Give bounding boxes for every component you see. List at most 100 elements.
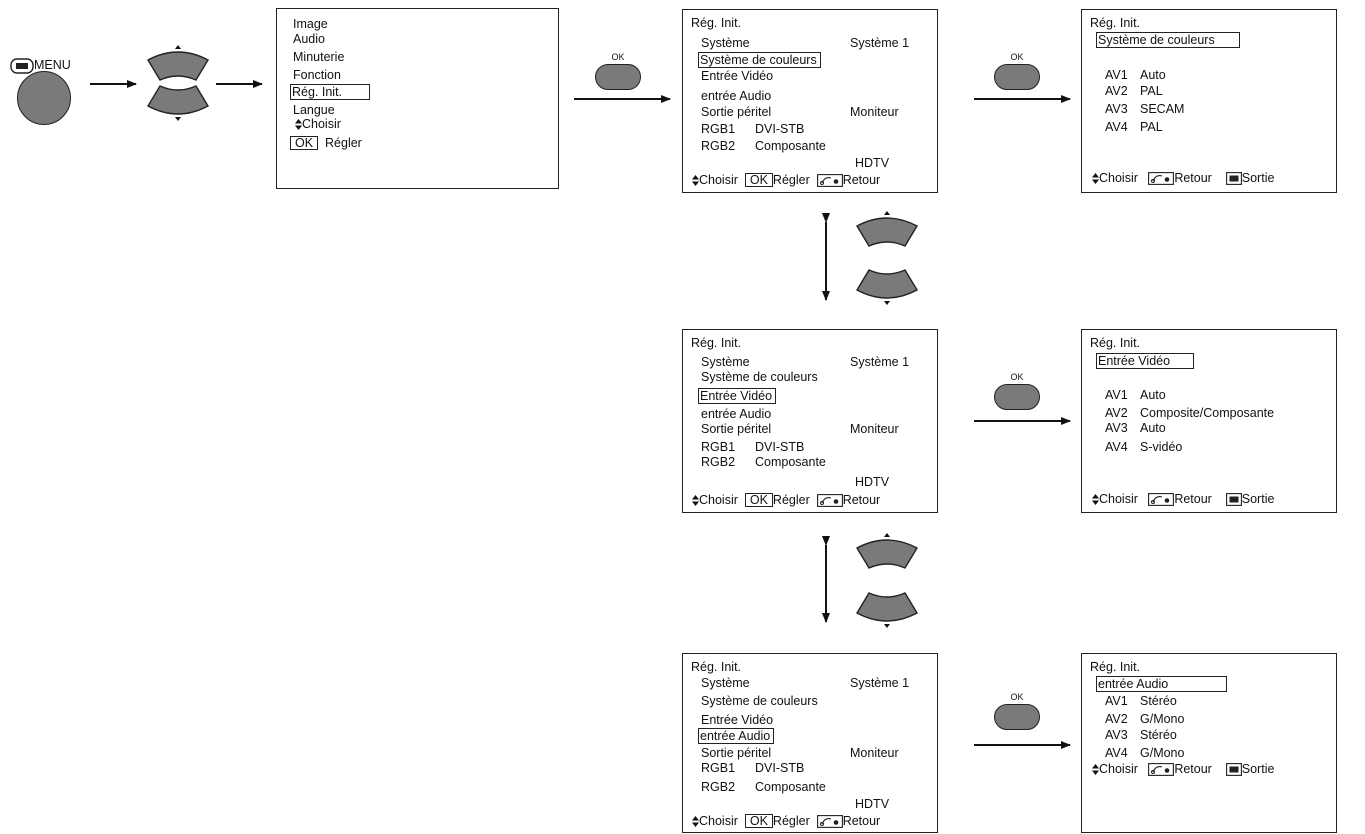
ok-button[interactable] [994,384,1040,410]
hint-set-label: Régler [325,136,362,150]
row-systeme-value: Système 1 [850,36,910,50]
up-down-icon [692,175,699,187]
detail-row-av: AV1 [1105,68,1128,82]
row-peritel-label[interactable]: Sortie péritel [701,105,772,119]
detail-row-value[interactable]: G/Mono [1140,712,1185,726]
setup-screen-3: Rég. Init. Système Système 1 Système de … [682,653,938,833]
menu-item-image[interactable]: Image [293,17,328,31]
detail-row-av: AV1 [1105,694,1128,708]
row-systeme-label[interactable]: Système [701,355,750,369]
row-couleurs-label[interactable]: Système de couleurs [698,52,821,68]
row-audio-label[interactable]: entrée Audio [698,728,775,744]
detail-row-value[interactable]: G/Mono [1140,746,1185,760]
menu-button[interactable] [17,71,71,125]
hint-back-label: Retour [842,173,881,187]
menu-item-reg-init[interactable]: Rég. Init. [290,84,370,100]
row-rgb1-label[interactable]: RGB1 [701,122,736,136]
nav-pad-3 [856,539,918,622]
detail-hints: Choisir Retour Sortie [1092,762,1274,777]
ok-key-label: OK [744,173,773,187]
detail-row-value[interactable]: Auto [1140,68,1166,82]
row-systeme-label[interactable]: Système [701,676,750,690]
hint-set: OK Régler [290,136,362,150]
row-peritel-label[interactable]: Sortie péritel [701,746,772,760]
up-down-icon [295,119,302,131]
detail-row-value[interactable]: S-vidéo [1140,440,1183,454]
hint-set-label: Régler [772,173,810,187]
up-down-icon [1092,173,1099,185]
detail-row-av: AV3 [1105,728,1128,742]
return-icon [1148,172,1175,186]
hint-back-label: Retour [1174,762,1212,776]
row-rgb2-label[interactable]: RGB2 [701,780,736,794]
detail-row-value[interactable]: Auto [1140,388,1166,402]
row-rgb2-label[interactable]: RGB2 [701,455,736,469]
hdtv-label: HDTV [855,475,890,489]
row-rgb2-value: Composante [755,455,826,469]
hint-back-label: Retour [1174,492,1212,506]
detail-row-value[interactable]: Stéréo [1140,694,1177,708]
detail-title: Rég. Init. [1090,660,1141,674]
row-peritel-label[interactable]: Sortie péritel [701,422,772,436]
detail-row-av: AV3 [1105,102,1128,116]
up-down-icon [1092,494,1099,506]
ok-caption: OK [1010,692,1024,702]
setup-title: Rég. Init. [691,336,742,350]
ok-key-label: OK [744,493,773,507]
detail-header: Système de couleurs [1096,32,1240,48]
row-audio-label[interactable]: entrée Audio [701,407,772,421]
row-couleurs-label[interactable]: Système de couleurs [701,694,818,708]
ok-caption: OK [1010,372,1024,382]
detail-title: Rég. Init. [1090,336,1141,350]
row-rgb1-label[interactable]: RGB1 [701,440,736,454]
menu-label: MENU [34,58,71,72]
row-video-label[interactable]: Entrée Vidéo [698,388,777,404]
hint-back-label: Retour [1174,171,1212,185]
setup-screen-1: Rég. Init. Système Système 1 Système de … [682,9,938,193]
detail-hints: Choisir Retour Sortie [1092,492,1275,507]
row-audio-label[interactable]: entrée Audio [701,89,772,103]
ok-button[interactable] [595,64,641,90]
hint-set-label: Régler [772,814,810,828]
detail-row-value[interactable]: Composite/Composante [1140,406,1275,420]
detail-row-value[interactable]: PAL [1140,84,1163,98]
detail-row-av: AV1 [1105,388,1128,402]
setup-screen-2: Rég. Init. Système Système 1 Système de … [682,329,938,513]
menu-item-audio[interactable]: Audio [293,32,325,46]
detail-row-value[interactable]: SECAM [1140,102,1185,116]
row-couleurs-label[interactable]: Système de couleurs [701,370,818,384]
detail-row-value[interactable]: Stéréo [1140,728,1177,742]
detail-row-value[interactable]: PAL [1140,120,1163,134]
detail-row-av: AV4 [1105,440,1128,454]
detail-row-value[interactable]: Auto [1140,421,1166,435]
row-video-label[interactable]: Entrée Vidéo [701,713,774,727]
menu-item-langue[interactable]: Langue [293,103,335,117]
setup-title: Rég. Init. [691,16,742,30]
menu-item-minuterie[interactable]: Minuterie [293,50,345,64]
up-down-icon [692,816,699,828]
detail-header: entrée Audio [1096,676,1227,692]
menu-item-fonction[interactable]: Fonction [293,68,341,82]
return-icon [1148,763,1175,777]
row-rgb2-label[interactable]: RGB2 [701,139,736,153]
row-rgb2-value: Composante [755,780,826,794]
ok-button[interactable] [994,64,1040,90]
hint-exit-label: Sortie [1241,492,1275,506]
exit-menu-icon [1225,763,1242,777]
detail-row-av: AV4 [1105,746,1128,760]
hint-choose-label: Choisir [699,173,738,187]
hdtv-label: HDTV [855,797,890,811]
up-down-icon [1092,764,1099,776]
hint-back-label: Retour [842,814,881,828]
setup-title: Rég. Init. [691,660,742,674]
return-icon [816,494,843,508]
ok-key-label: OK [744,814,773,828]
ok-key-label: OK [290,136,319,150]
ok-button[interactable] [994,704,1040,730]
row-video-label[interactable]: Entrée Vidéo [701,69,774,83]
row-systeme-label[interactable]: Système [701,36,750,50]
row-rgb1-label[interactable]: RGB1 [701,761,736,775]
